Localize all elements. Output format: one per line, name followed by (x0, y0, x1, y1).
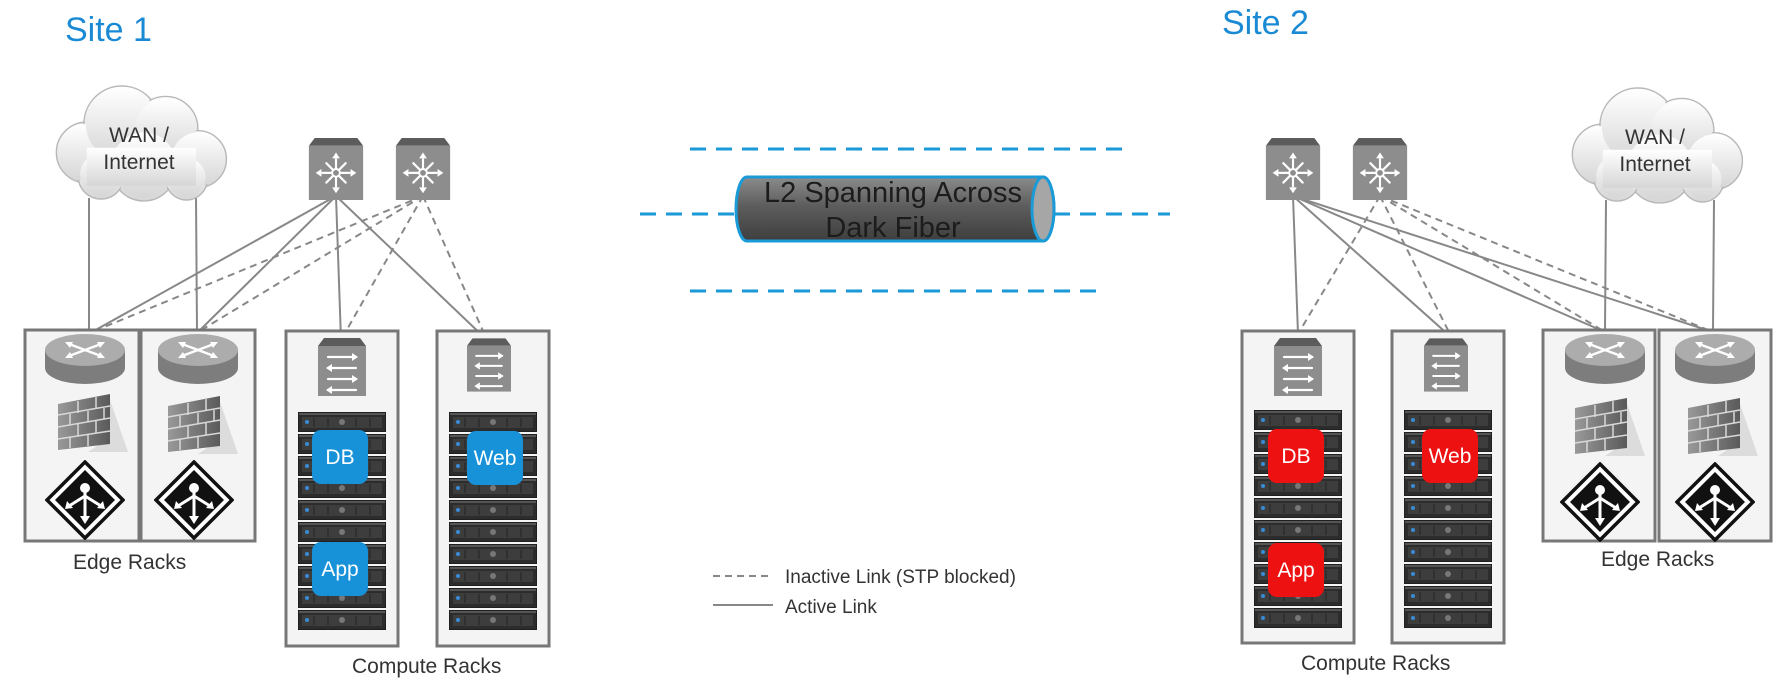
fiber-dashed-lines (640, 147, 1170, 293)
site2-title: Site 2 (1222, 4, 1309, 42)
router-icon (45, 334, 125, 384)
fiber-tube: L2 Spanning Across Dark Fiber (734, 175, 1056, 244)
vm-app-fill (1268, 543, 1324, 597)
site1-inactive-links (91, 195, 488, 341)
site1-spine-switch-2 (395, 138, 451, 200)
site1-cloud-label-2: Internet (103, 151, 174, 174)
vm-db-fill (312, 430, 368, 484)
site2-inactive-links (1297, 195, 1714, 339)
fiber-label-2: Dark Fiber (825, 212, 961, 244)
vm-db-label: DB (1281, 445, 1310, 468)
site2-links (1292, 195, 1715, 339)
site2-compute-rack-1: DB App (1240, 329, 1356, 645)
tor-switch-icon (1274, 338, 1322, 396)
site1-compute-racks-label: Compute Racks (352, 655, 501, 678)
legend: Inactive Link (STP blocked) Active Link (713, 567, 1016, 618)
vm-app-badge: App (312, 542, 368, 596)
vm-web-fill (467, 431, 523, 485)
router-icon (1675, 334, 1755, 384)
vm-web-label: Web (1429, 445, 1472, 468)
tor-switch-icon (318, 338, 366, 396)
site2-edge-rack-2 (1657, 328, 1773, 543)
vm-db-label: DB (325, 446, 354, 469)
router-icon (158, 334, 238, 384)
site2-compute-racks-label: Compute Racks (1301, 652, 1450, 675)
site2-cloud-label-2: Internet (1619, 153, 1690, 176)
site2-edge-racks-label: Edge Racks (1601, 548, 1714, 571)
site1-edge-rack-1 (23, 328, 141, 543)
site2-edge-rack-1 (1541, 328, 1657, 543)
vm-app-label: App (1277, 559, 1314, 582)
site1-cloud-label-1: WAN / (109, 124, 169, 147)
site2-wan-cloud: WAN / Internet (1571, 87, 1744, 204)
vm-app-label: App (321, 558, 358, 581)
site1-spine-switch-1 (308, 138, 364, 200)
vm-db-badge: DB (312, 430, 368, 484)
site1-edge-rack-2 (139, 328, 257, 543)
legend-active-label: Active Link (785, 597, 877, 618)
vm-app-badge: App (1268, 543, 1324, 597)
dark-fiber-interconnect: L2 Spanning Across Dark Fiber (640, 147, 1170, 293)
site1-links (88, 195, 488, 341)
vm-web-badge: Web (1422, 429, 1478, 483)
site1-active-links (88, 195, 488, 341)
site1-compute-rack-2: Web (435, 329, 551, 648)
site2-active-links (1292, 195, 1715, 339)
fiber-label-1: L2 Spanning Across (764, 177, 1022, 209)
site1-wan-cloud: WAN / Internet (55, 85, 228, 202)
vm-web-fill (1422, 429, 1478, 483)
site1-compute-rack-1: DB App (284, 329, 400, 648)
vm-web-label: Web (474, 447, 517, 470)
site2-compute-rack-2: Web (1390, 329, 1506, 645)
vm-web-badge: Web (467, 431, 523, 485)
site2-spine-switch-1 (1265, 138, 1321, 200)
vm-db-badge: DB (1268, 429, 1324, 483)
vm-app-fill (312, 542, 368, 596)
site2-spine-switch-2 (1352, 138, 1408, 200)
site2-cloud-label-1: WAN / (1625, 126, 1685, 149)
site1-title: Site 1 (65, 11, 152, 49)
legend-inactive-label: Inactive Link (STP blocked) (785, 567, 1016, 588)
tor-switch-icon (1424, 338, 1468, 392)
vm-db-fill (1268, 429, 1324, 483)
site1-edge-racks-label: Edge Racks (73, 551, 186, 574)
tor-switch-icon (467, 338, 511, 392)
router-icon (1565, 334, 1645, 384)
